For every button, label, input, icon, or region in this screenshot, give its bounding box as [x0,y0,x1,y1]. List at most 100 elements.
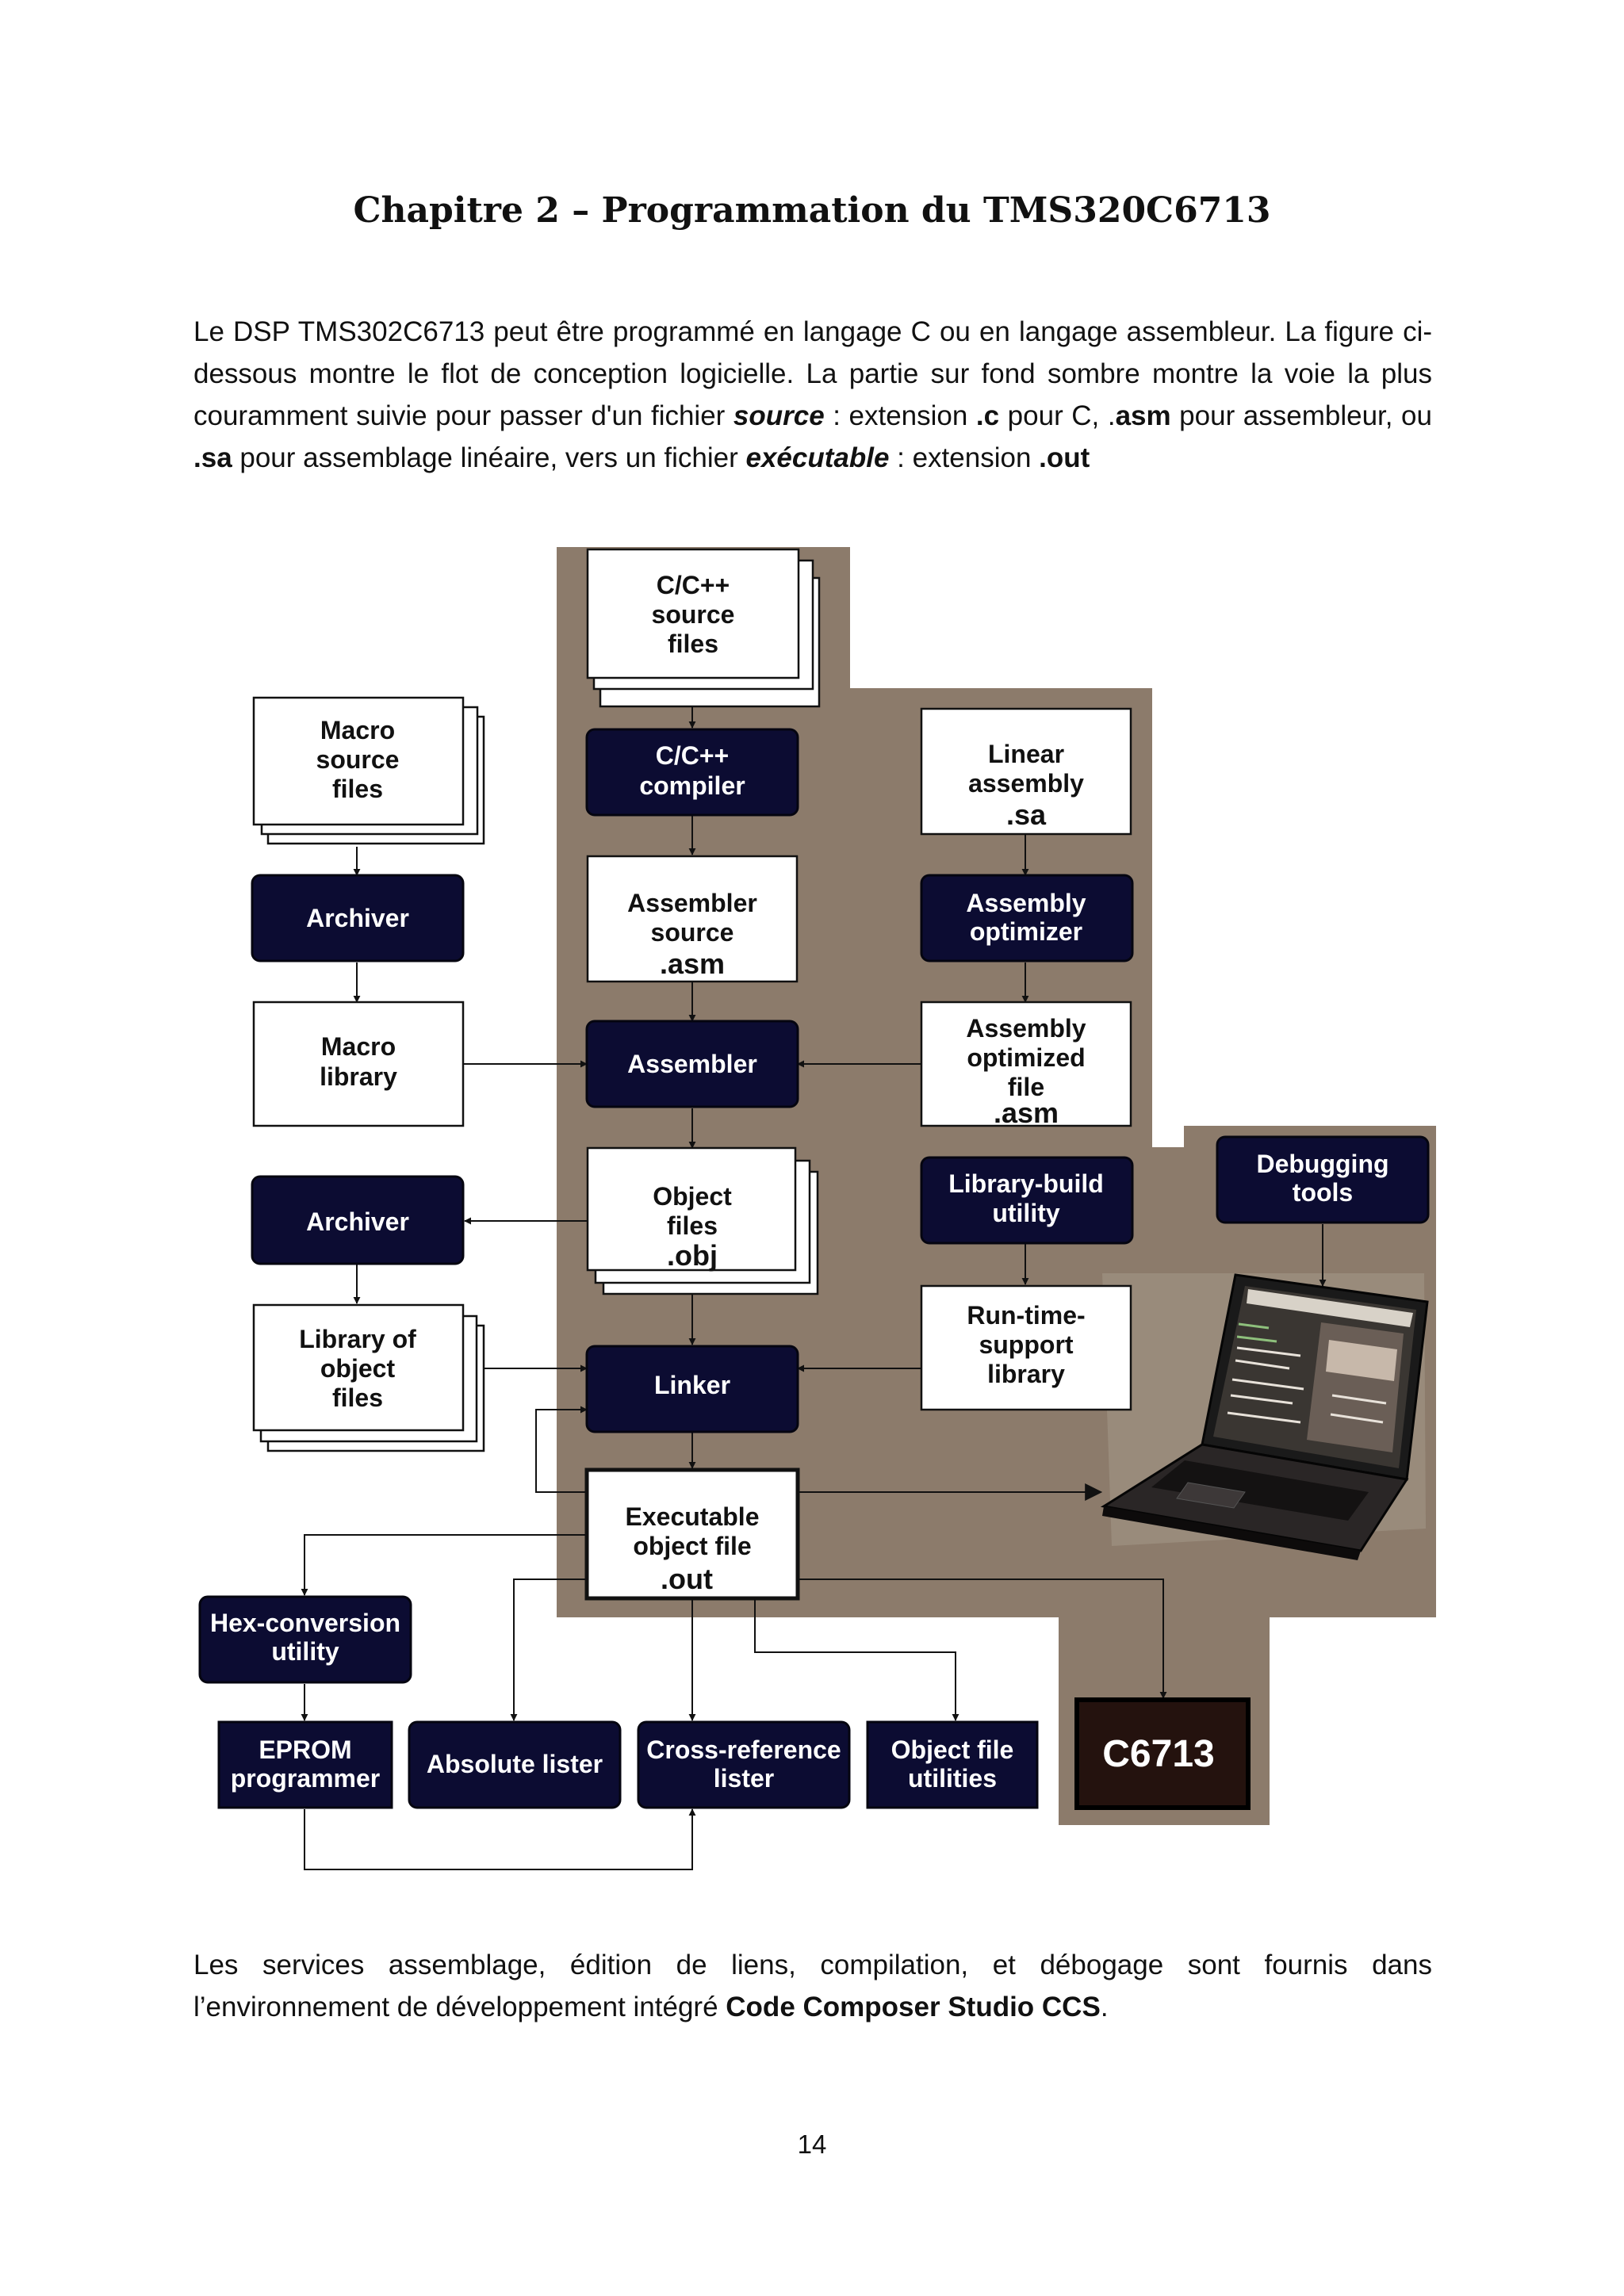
svg-text:Linker: Linker [654,1371,730,1399]
box-label: utility [992,1199,1060,1227]
box-label: .asm [994,1096,1059,1129]
intro-emphasis: source [733,400,825,431]
svg-text:Assembler: Assembler [627,1050,757,1078]
svg-text:Archiver: Archiver [306,904,409,932]
intro-paragraph: Le DSP TMS302C6713 peut être programmé e… [193,311,1432,479]
box-label: optimizer [970,917,1082,946]
box-label: support [979,1330,1073,1359]
intro-line: dessous montre le flot de conception log… [193,358,1432,389]
box-label: library [320,1062,397,1091]
archiver-box: Archiver [251,874,465,962]
intro-text: pour C, . [999,400,1116,431]
box-label: C6713 [1102,1733,1214,1775]
box-label: Assembly [966,1014,1086,1043]
page-title: Chapitre 2 – Programmation du TMS320C671… [353,190,1271,231]
box-label: Assembly [966,889,1086,917]
closing-line: l’environnement de développement intégré… [193,1986,1432,2028]
box-label: compiler [639,771,745,800]
closing-text: l’environnement de développement intégré [193,1992,726,2022]
archiver-box: Archiver [251,1175,465,1265]
box-label: Absolute lister [427,1750,603,1778]
box-label: Hex-conversion [210,1609,400,1637]
box-label: Assembler [627,1050,757,1078]
box-label: Archiver [306,904,409,932]
box-label: tools [1293,1178,1353,1207]
box-label: object file [633,1532,751,1560]
box-label: Cross-reference [646,1735,841,1764]
box-label: assembly [968,769,1084,798]
c-compiler-box: C/C++compiler [585,728,799,817]
svg-text:C/C++compiler: C/C++compiler [639,741,745,800]
box-label: .sa [1006,798,1047,831]
intro-emphasis: exécutable [745,442,890,473]
absolute-lister-box: Absolute lister [408,1720,622,1809]
svg-text:Archiver: Archiver [306,1207,409,1236]
closing-emphasis: Code Composer Studio CCS [726,1992,1101,2022]
intro-emphasis: .c [975,400,1000,431]
intro-text: pour assemblage linéaire, vers un fichie… [232,442,746,473]
box-label: Assembler [627,889,757,917]
box-label: library [987,1360,1065,1388]
svg-text:Absolute lister: Absolute lister [427,1750,603,1778]
box-label: Run-time- [967,1301,1085,1330]
box-label: Archiver [306,1207,409,1236]
box-label: Macro [320,716,395,744]
assembler-box: Assembler [585,1020,799,1108]
intro-line: .sa pour assemblage linéaire, vers un fi… [193,437,1432,479]
box-label: EPROM [259,1735,351,1764]
box-label: C/C++ [656,741,729,770]
box-label: utilities [908,1764,997,1793]
intro-text: pour assembleur, ou [1170,400,1432,431]
box-label: Object [653,1182,732,1211]
box-label: source [652,600,735,629]
intro-text: couramment suivie pour passer d'un fichi… [193,400,733,431]
intro-emphasis: asm [1115,400,1171,431]
box-label: files [332,1383,383,1412]
box-label: source [651,918,734,947]
intro-text: : extension [889,442,1040,473]
box-label: Executable [626,1502,760,1531]
intro-text: : extension [824,400,976,431]
intro-emphasis: .sa [193,442,232,473]
c6713-target-box: C6713 [1074,1697,1251,1810]
box-label: lister [714,1764,774,1793]
box-label: file [1008,1073,1044,1101]
box-label: Linear [988,740,1064,768]
box-label: Library of [299,1325,416,1353]
box-label: files [332,775,383,803]
intro-line: Le DSP TMS302C6713 peut être programmé e… [193,316,1432,347]
box-label: programmer [231,1764,381,1793]
box-label: files [667,1211,718,1240]
laptop-icon [1100,1273,1429,1560]
closing-paragraph: Les services assemblage, édition de lien… [193,1944,1432,2028]
box-label: source [316,745,400,774]
box-label: Macro [321,1032,396,1061]
box-label: Debugging [1256,1150,1388,1178]
